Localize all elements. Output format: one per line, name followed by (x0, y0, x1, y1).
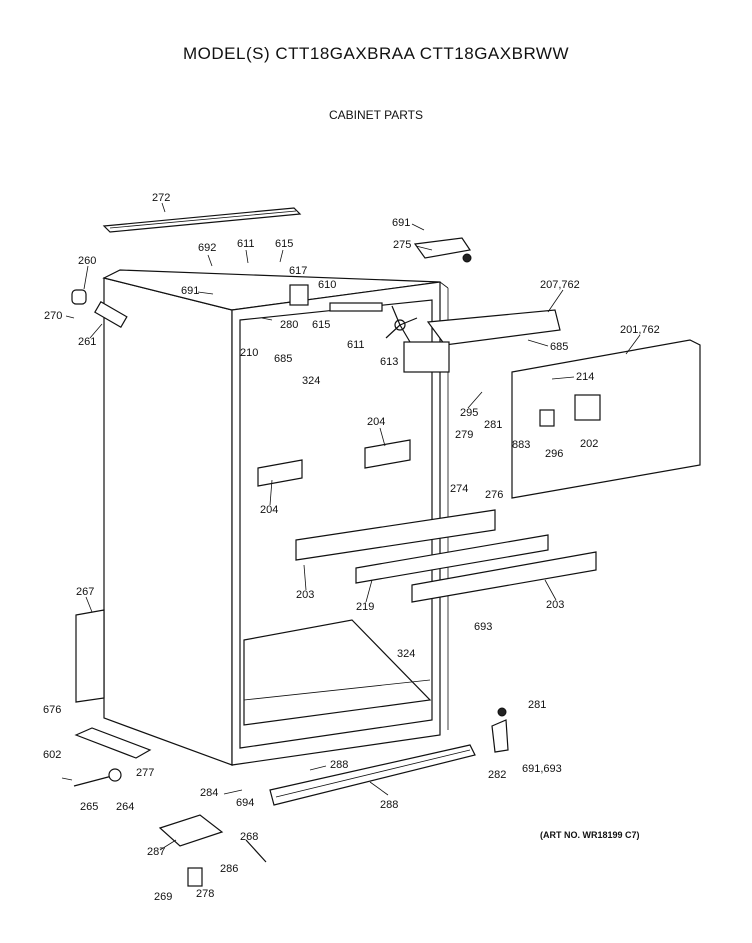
part-label: 615 (275, 238, 293, 250)
control-panel-part (511, 339, 701, 499)
part-label: 279 (455, 429, 473, 441)
shelf-support-left (257, 459, 303, 487)
base-rail-part (74, 727, 152, 759)
part-label: 694 (236, 797, 254, 809)
light-socket-part (329, 302, 383, 312)
part-label: 691 (181, 285, 199, 297)
mullion-front-part (295, 509, 496, 561)
part-label: 201,762 (620, 324, 660, 336)
part-label: 268 (240, 831, 258, 843)
part-label: 270 (44, 310, 62, 322)
part-label: 692 (198, 242, 216, 254)
top-grille-part (102, 207, 302, 233)
fan-blade-part (385, 305, 418, 343)
page-title: MODEL(S) CTT18GAXBRAA CTT18GAXBRWW (182, 44, 570, 63)
part-label: 277 (136, 767, 154, 779)
part-labels: 272 691 275 260 692 611 615 617 610 207,… (43, 192, 660, 903)
part-label: 611 (347, 339, 365, 351)
cabinet-shell (102, 269, 449, 766)
part-label: 610 (318, 279, 336, 291)
part-label: 295 (460, 407, 478, 419)
part-label: 261 (78, 336, 96, 348)
leveling-leg-part (187, 867, 203, 887)
part-label: 219 (356, 601, 374, 613)
part-label: 278 (196, 888, 214, 900)
panel-switch-part (574, 394, 601, 421)
section-subtitle: CABINET PARTS (328, 108, 424, 122)
part-label: 203 (296, 589, 314, 601)
part-label: 284 (200, 787, 218, 799)
part-label: 202 (580, 438, 598, 450)
leveling-bracket-part (158, 814, 224, 847)
part-label: 275 (393, 239, 411, 251)
mullion-lower-part (411, 551, 597, 603)
mullion-center-part (355, 534, 549, 584)
part-label: 685 (550, 341, 568, 353)
part-label: 265 (80, 801, 98, 813)
part-label: 207,762 (540, 279, 580, 291)
leader-lines (61, 202, 641, 851)
part-label: 204 (260, 504, 278, 516)
part-label: 264 (116, 801, 134, 813)
kickplate-grille-part (269, 744, 476, 806)
part-label: 615 (312, 319, 330, 331)
hinge-pin-part (94, 300, 128, 329)
art-number: (ART NO. WR18199 C7) (540, 830, 640, 840)
part-label: 691 (392, 217, 410, 229)
part-label: 883 (512, 439, 530, 451)
part-label: 210 (240, 347, 258, 359)
part-label: 693 (474, 621, 492, 633)
part-label: 288 (330, 759, 348, 771)
part-label: 282 (488, 769, 506, 781)
door-stop-part (71, 289, 87, 305)
part-label: 287 (147, 846, 165, 858)
hinge-bushing-part (497, 707, 507, 717)
shelf-support-right (364, 439, 411, 469)
part-label: 691,693 (522, 763, 562, 775)
part-label: 676 (43, 704, 61, 716)
roller-part (108, 768, 122, 782)
part-label: 286 (220, 863, 238, 875)
part-label: 324 (397, 648, 415, 660)
part-label: 260 (78, 255, 96, 267)
part-label: 296 (545, 448, 563, 460)
part-label: 281 (484, 419, 502, 431)
part-label: 204 (367, 416, 385, 428)
leveling-screw-part (245, 839, 267, 863)
side-panel-part (75, 609, 105, 703)
panel-light-part (539, 409, 555, 427)
part-label: 203 (546, 599, 564, 611)
part-label: 214 (576, 371, 594, 383)
part-label: 267 (76, 586, 94, 598)
bottom-hinge-part (491, 719, 509, 753)
part-label: 274 (450, 483, 468, 495)
hinge-part (413, 237, 472, 259)
part-label: 281 (528, 699, 546, 711)
damper-housing-part (403, 341, 450, 373)
light-socket-part (289, 284, 309, 306)
part-label: 611 (237, 238, 255, 250)
roller-axle-part (73, 775, 113, 787)
part-label: 685 (274, 353, 292, 365)
part-label: 613 (380, 356, 398, 368)
part-label: 324 (302, 375, 320, 387)
part-label: 280 (280, 319, 298, 331)
hinge-screw (462, 253, 472, 263)
control-bracket-part (426, 309, 561, 346)
part-label: 269 (154, 891, 172, 903)
part-label: 288 (380, 799, 398, 811)
part-label: 617 (289, 265, 307, 277)
part-label: 602 (43, 749, 61, 761)
part-label: 276 (485, 489, 503, 501)
part-label: 272 (152, 192, 170, 204)
